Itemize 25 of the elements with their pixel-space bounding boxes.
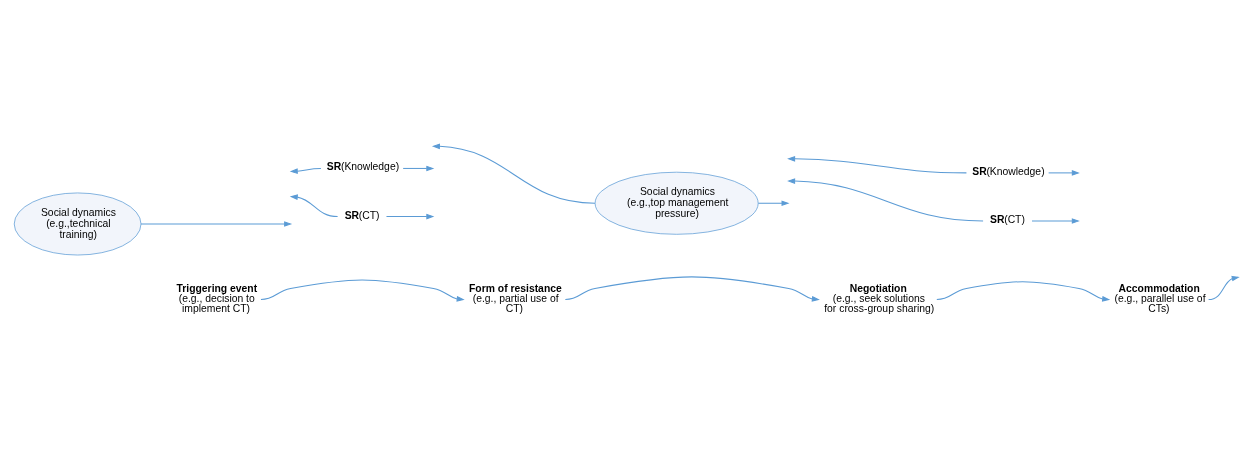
node-ellipse: Social dynamics (e.g.,top management pressure) bbox=[594, 171, 759, 235]
arrow bbox=[385, 213, 435, 219]
arrow bbox=[787, 177, 984, 222]
arrow bbox=[936, 280, 1111, 302]
node-text: Form of resistance (e.g., partial use of CT) bbox=[469, 282, 562, 314]
arrow bbox=[260, 278, 465, 302]
arrow bbox=[140, 220, 293, 227]
arrow bbox=[402, 165, 435, 171]
node-text: SR(Knowledge) bbox=[326, 160, 400, 172]
arrow bbox=[787, 155, 967, 173]
node-text: Triggering event (e.g., decision to implement CT) bbox=[176, 282, 258, 314]
arrow bbox=[1208, 275, 1240, 300]
node-text: SR(Knowledge) bbox=[972, 165, 1045, 177]
node-ellipse: Social dynamics (e.g.,technical training) bbox=[13, 192, 142, 255]
arrow bbox=[1031, 217, 1080, 224]
arrow bbox=[757, 199, 790, 206]
node-text: Accommodation (e.g., parallel use of CTs) bbox=[1114, 282, 1206, 314]
node-text: SR(CT) bbox=[990, 213, 1025, 225]
arrow bbox=[289, 167, 322, 174]
arrow bbox=[431, 143, 596, 204]
node-text: SR(CT) bbox=[344, 209, 380, 221]
arrow bbox=[564, 275, 820, 302]
arrow bbox=[1048, 169, 1080, 176]
arrow bbox=[289, 193, 339, 217]
node-text: Negotiation (e.g., seek solutions for cross-group sharing) bbox=[824, 282, 935, 314]
